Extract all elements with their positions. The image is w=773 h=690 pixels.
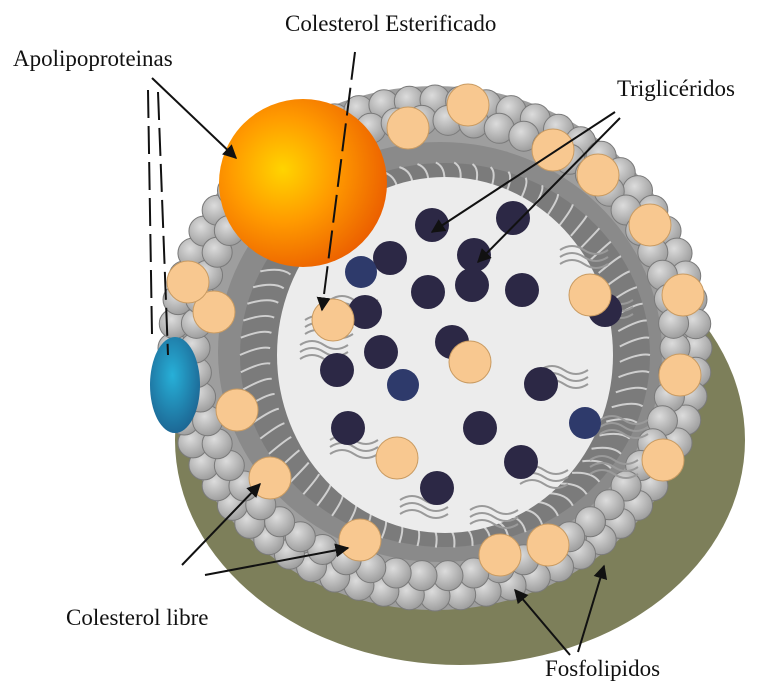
free-cholesterol (167, 261, 209, 303)
triglyceride (524, 367, 558, 401)
free-cholesterol (577, 154, 619, 196)
label-trigliceridos: Triglicéridos (617, 76, 735, 101)
apoprotein-blue (150, 337, 200, 433)
triglyceride (320, 353, 354, 387)
free-cholesterol (387, 107, 429, 149)
triglyceride (373, 241, 407, 275)
free-cholesterol (447, 84, 489, 126)
free-cholesterol (339, 519, 381, 561)
label-apolipoproteinas: Apolipoproteinas (13, 46, 173, 71)
esterified-cholesterol (376, 437, 418, 479)
free-cholesterol (216, 389, 258, 431)
free-cholesterol (527, 524, 569, 566)
free-cholesterol (662, 274, 704, 316)
esterified-cholesterol (569, 274, 611, 316)
cholesterol-ester (345, 256, 377, 288)
label-colesterol-libre: Colesterol libre (66, 605, 208, 630)
esterified-cholesterol (312, 299, 354, 341)
label-fosfolipidos: Fosfolipidos (545, 656, 660, 681)
free-cholesterol (479, 534, 521, 576)
triglyceride (411, 275, 445, 309)
triglyceride (505, 273, 539, 307)
triglyceride (331, 411, 365, 445)
free-cholesterol (532, 129, 574, 171)
cholesterol-ester (569, 407, 601, 439)
cholesterol-ester (387, 369, 419, 401)
apoprotein-orange (219, 99, 387, 267)
esterified-cholesterol (449, 341, 491, 383)
triglyceride (420, 471, 454, 505)
triglyceride (496, 201, 530, 235)
triglyceride (463, 411, 497, 445)
free-cholesterol (629, 204, 671, 246)
free-cholesterol (249, 457, 291, 499)
triglyceride (504, 445, 538, 479)
phospholipid-head (407, 561, 437, 591)
phospholipid-head (381, 558, 411, 588)
triglyceride (455, 268, 489, 302)
triglyceride (364, 335, 398, 369)
free-cholesterol (659, 354, 701, 396)
label-colesterol-esterificado: Colesterol Esterificado (285, 11, 496, 36)
free-cholesterol (642, 439, 684, 481)
